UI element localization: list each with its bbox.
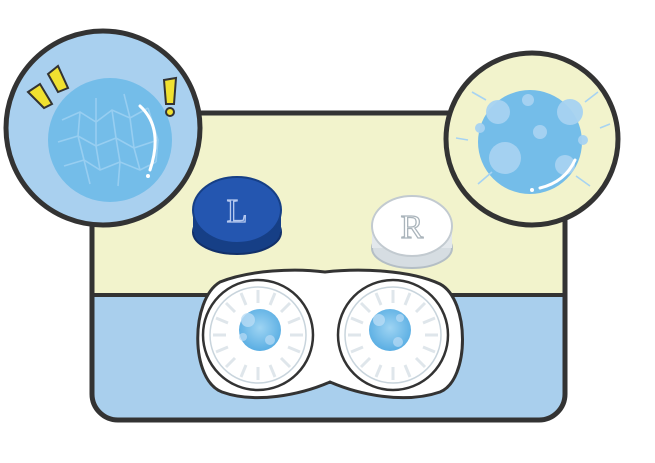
- case-outline: [89, 110, 568, 423]
- right-cap-letter: R: [401, 209, 424, 246]
- dirty-lens-icon: [443, 50, 621, 228]
- lens-holder: [196, 268, 464, 400]
- right-lens-icon: [336, 278, 450, 392]
- dry-lens-icon: [3, 28, 203, 228]
- left-cap: L: [192, 176, 282, 255]
- left-lens-icon: [201, 278, 315, 392]
- exclamation-icon: [26, 64, 178, 117]
- left-cap-letter: L: [227, 193, 248, 230]
- right-cap: R: [371, 195, 453, 269]
